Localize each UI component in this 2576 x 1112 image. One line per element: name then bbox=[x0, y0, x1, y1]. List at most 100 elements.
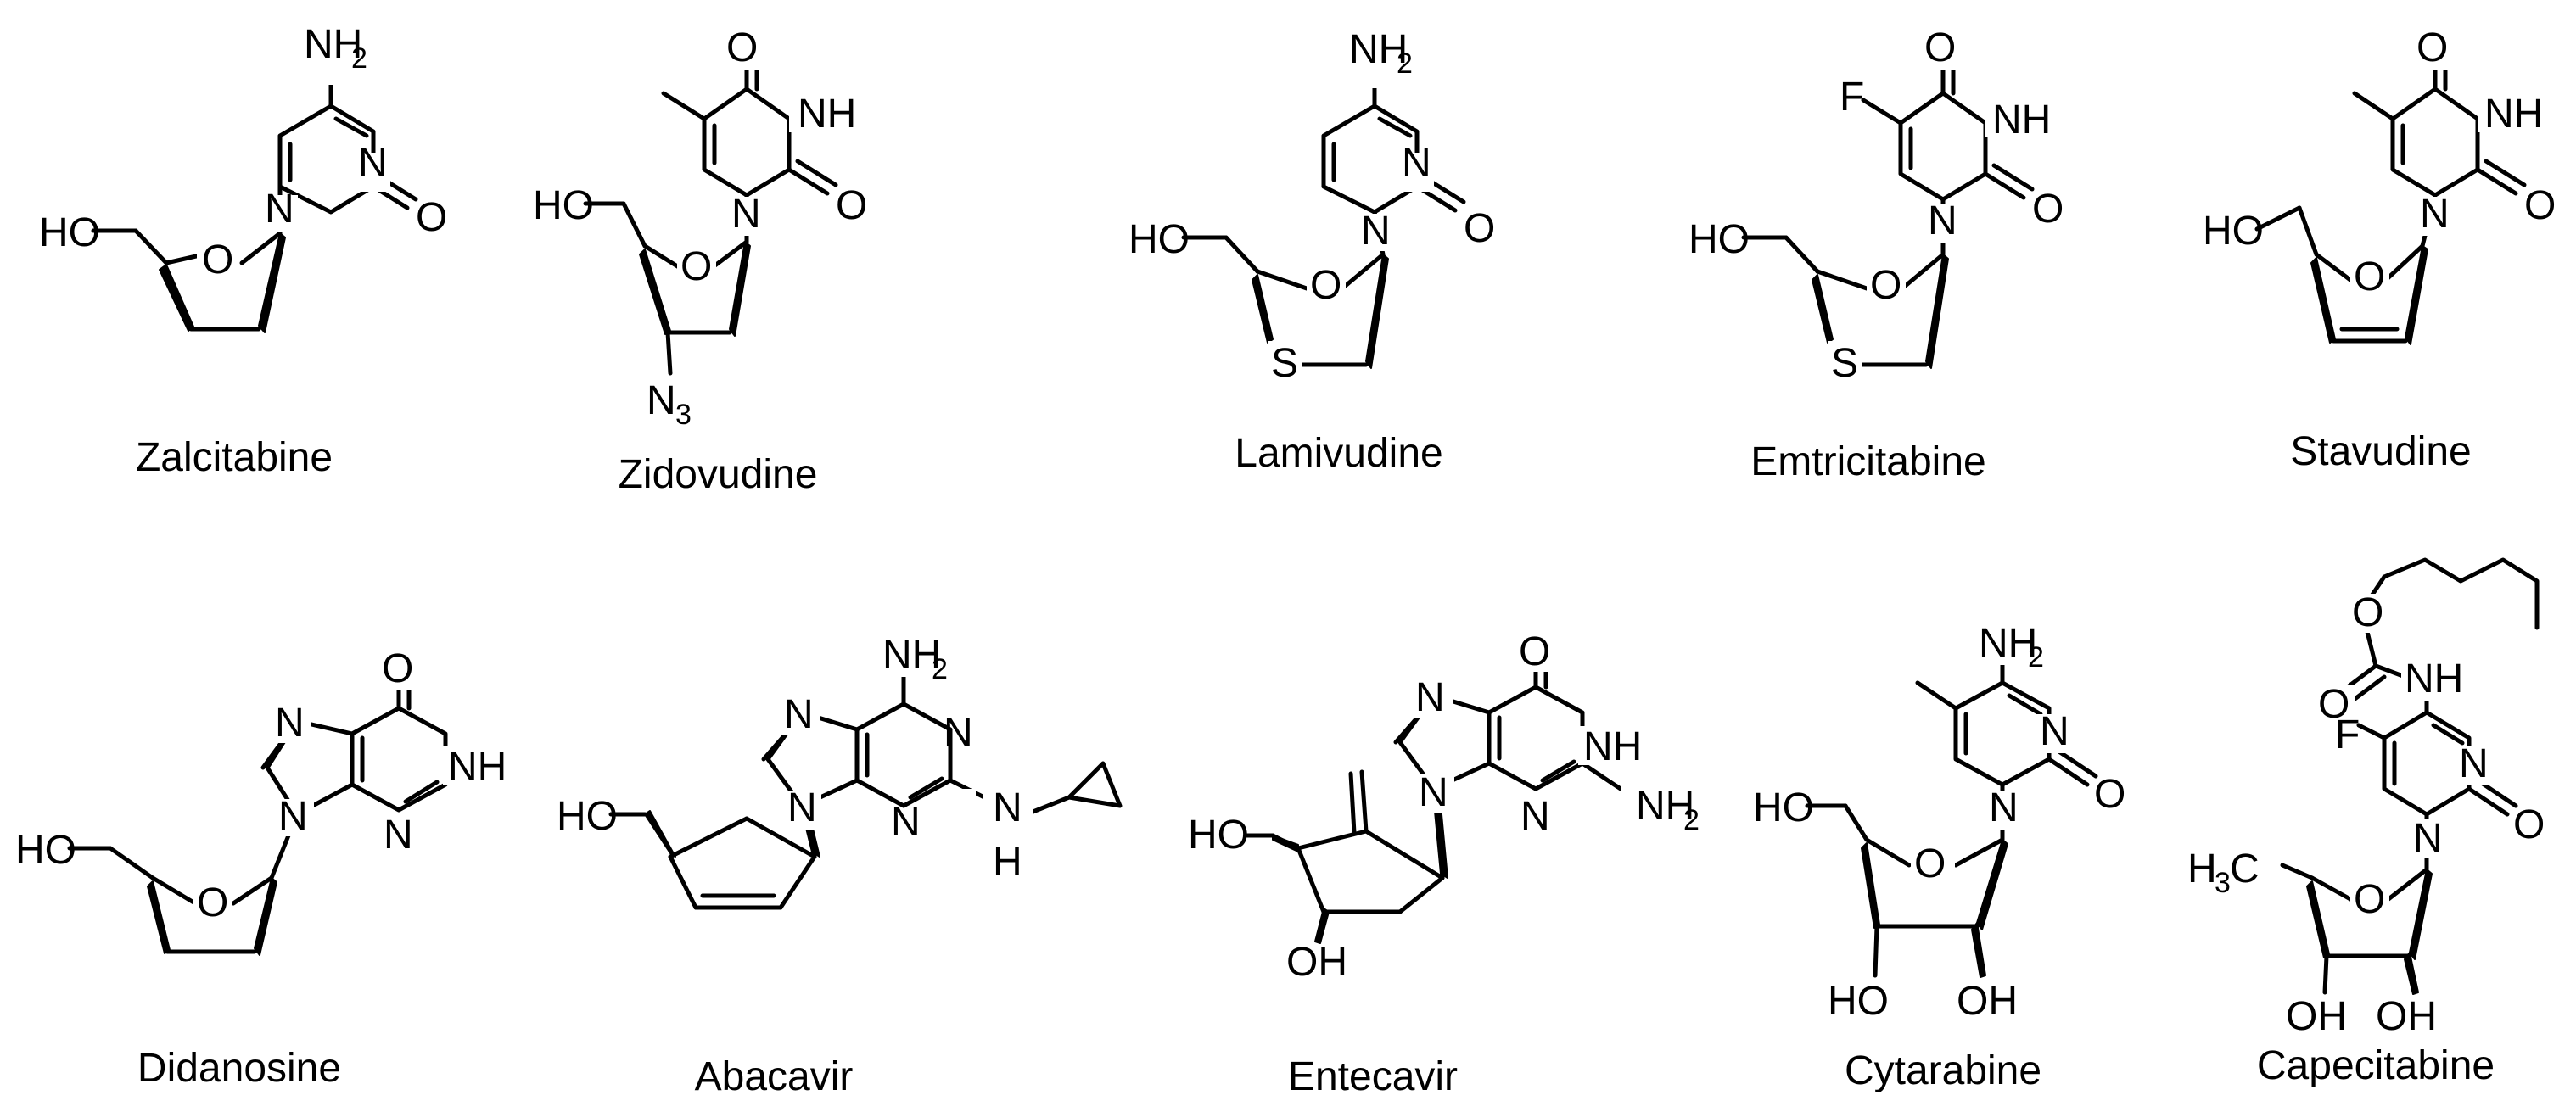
atom-label: N bbox=[265, 187, 294, 232]
structure-zalcitabine: NH 2 N N O O HO Zalcitabine bbox=[39, 22, 447, 480]
atom-label: NH bbox=[1583, 724, 1642, 769]
atom-label: N bbox=[2420, 192, 2450, 237]
atom-label: C bbox=[2230, 847, 2260, 891]
atom-label: OH bbox=[1957, 979, 2018, 1024]
compound-name: Didanosine bbox=[137, 1046, 341, 1091]
atom-label: HO bbox=[39, 210, 100, 255]
atom-label: O bbox=[1464, 206, 1495, 251]
atom-label: N bbox=[358, 141, 388, 186]
atom-label: O bbox=[2416, 25, 2448, 70]
atom-label: OH bbox=[2286, 994, 2347, 1039]
atom-label: O bbox=[680, 244, 712, 289]
atom-label: O bbox=[1914, 841, 1946, 886]
atom-label: O bbox=[2318, 682, 2349, 727]
atom-label: N bbox=[891, 800, 921, 845]
atom-label: O bbox=[382, 646, 413, 691]
atom-label: OH bbox=[1286, 940, 1347, 985]
atom-label: NH bbox=[2484, 92, 2543, 137]
atom-label: N bbox=[944, 711, 973, 756]
atom-label: NH bbox=[882, 633, 941, 678]
atom-label: O bbox=[416, 195, 447, 240]
atom-label: N bbox=[278, 794, 308, 839]
atom-subscript: 2 bbox=[932, 653, 948, 685]
atom-label: O bbox=[1310, 263, 1341, 308]
atom-label: S bbox=[1831, 341, 1858, 386]
atom-label: HO bbox=[1828, 979, 1889, 1024]
atom-label: N bbox=[2413, 816, 2443, 861]
atom-label: HO bbox=[15, 828, 76, 873]
atom-label: NH bbox=[2405, 657, 2463, 701]
atom-label: HO bbox=[1753, 785, 1814, 830]
atom-subscript: 3 bbox=[675, 399, 692, 431]
structure-entecavir: O NH N NH 2 N N HO OH Entecavir bbox=[1188, 629, 1705, 1099]
atom-label: N bbox=[1402, 141, 1431, 186]
compound-name: Zalcitabine bbox=[136, 435, 333, 480]
atom-label: N bbox=[1361, 209, 1391, 254]
compound-name: Abacavir bbox=[695, 1054, 854, 1099]
atom-label: NH bbox=[1979, 621, 2037, 666]
compound-name: Stavudine bbox=[2290, 429, 2472, 474]
atom-label: O bbox=[2354, 254, 2385, 299]
structure-zidovudine: O NH N O O HO N 3 Zidovudine bbox=[533, 25, 867, 497]
structure-abacavir: NH 2 N N N H N N HO Abacavir bbox=[557, 633, 1123, 1099]
compound-name: Emtricitabine bbox=[1750, 439, 1985, 484]
atom-label: O bbox=[2513, 802, 2545, 847]
atom-label: S bbox=[1271, 341, 1298, 386]
atom-label: O bbox=[1519, 629, 1550, 674]
atom-subscript: 2 bbox=[351, 42, 367, 75]
atom-label: N bbox=[384, 813, 413, 858]
compound-name: Lamivudine bbox=[1235, 431, 1442, 476]
atom-label: O bbox=[2032, 187, 2064, 232]
atom-label: NH bbox=[1992, 98, 2051, 142]
atom-label: NH bbox=[448, 745, 507, 790]
atom-label: N bbox=[1415, 675, 1445, 720]
atom-subscript: 2 bbox=[1683, 804, 1700, 836]
atom-label: OH bbox=[2376, 994, 2437, 1039]
atom-label: N bbox=[2459, 741, 2489, 786]
structure-emtricitabine: O F NH N O O S HO Emtricitabine bbox=[1688, 25, 2064, 484]
atom-label: N bbox=[275, 701, 305, 746]
atom-label: HO bbox=[2203, 209, 2264, 254]
structure-stavudine: O NH N O O HO Stavudine bbox=[2203, 25, 2556, 474]
atom-label: NH bbox=[1349, 27, 1408, 72]
atom-label: HO bbox=[557, 794, 618, 839]
atom-label: O bbox=[2352, 590, 2383, 635]
compound-name: Zidovudine bbox=[619, 452, 818, 497]
atom-label: O bbox=[197, 880, 228, 925]
atom-label: N bbox=[647, 378, 676, 423]
atom-label: O bbox=[202, 237, 233, 282]
atom-label: O bbox=[2524, 183, 2556, 228]
atom-label: O bbox=[726, 25, 758, 70]
atom-label: N bbox=[1520, 794, 1550, 839]
atom-label: HO bbox=[533, 183, 594, 228]
atom-label: NH bbox=[798, 92, 856, 137]
atom-label: O bbox=[1924, 25, 1956, 70]
structure-cytarabine: NH 2 N N O O HO HO OH Cytarabine bbox=[1753, 621, 2125, 1093]
atom-subscript: 2 bbox=[1397, 47, 1413, 80]
compound-name: Cytarabine bbox=[1845, 1048, 2041, 1093]
atom-label: F bbox=[2335, 712, 2360, 757]
structure-lamivudine: NH 2 N N O O S HO Lamivudine bbox=[1128, 27, 1495, 476]
compound-name: Capecitabine bbox=[2257, 1043, 2495, 1088]
atom-label: F bbox=[1840, 75, 1864, 120]
atom-label: H bbox=[2187, 847, 2217, 891]
atom-label: N bbox=[787, 785, 817, 830]
structure-capecitabine: O O NH F N N O O H 3 C OH OH Capecitabin… bbox=[2187, 557, 2545, 1088]
atom-label: N bbox=[731, 192, 761, 237]
atom-label: HO bbox=[1688, 217, 1750, 262]
atom-label: O bbox=[836, 183, 867, 228]
atom-label: N bbox=[1419, 770, 1448, 815]
compound-name: Entecavir bbox=[1288, 1054, 1458, 1099]
atom-label: N bbox=[2040, 709, 2069, 754]
atom-label: O bbox=[1870, 263, 1901, 308]
atom-label: H bbox=[993, 840, 1022, 885]
atom-label: N bbox=[1928, 198, 1957, 243]
atom-subscript: 2 bbox=[2028, 641, 2044, 673]
atom-label: O bbox=[2354, 877, 2385, 922]
atom-label: O bbox=[2094, 772, 2125, 817]
atom-label: HO bbox=[1128, 217, 1190, 262]
atom-label: NH bbox=[304, 22, 362, 67]
structure-didanosine: O NH N N N O HO Didanosine bbox=[15, 646, 511, 1091]
atom-label: N bbox=[1989, 785, 2019, 830]
